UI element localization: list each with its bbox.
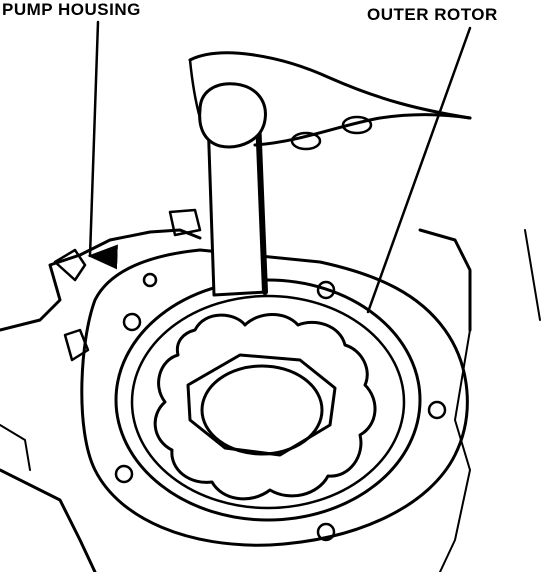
bolt-hole	[316, 522, 336, 542]
hand-thumb	[198, 82, 267, 149]
bolt-hole	[114, 464, 134, 484]
engine-block-lower	[0, 468, 97, 572]
pump-housing-body	[80, 248, 469, 547]
hand-fingers	[188, 51, 472, 120]
outer-rotor-label: OUTER ROTOR	[367, 5, 498, 24]
bolt-hole	[316, 280, 336, 300]
inner-rotor	[153, 313, 377, 501]
housing-boss	[63, 328, 90, 362]
housing-boss	[53, 248, 87, 282]
outer-rotor-ring	[114, 278, 422, 522]
bolt-hole	[427, 400, 447, 420]
engine-block-right	[418, 228, 472, 332]
bolt-hole	[122, 312, 142, 332]
pump-housing-label: PUMP HOUSING	[2, 0, 141, 19]
engine-block-outline	[0, 228, 202, 332]
outer-rotor-leader	[366, 26, 472, 314]
pump-housing-leader	[87, 20, 118, 270]
drive-bore	[200, 364, 324, 456]
outer-rotor-ring-inner	[130, 294, 406, 510]
drive-hex	[186, 353, 337, 457]
